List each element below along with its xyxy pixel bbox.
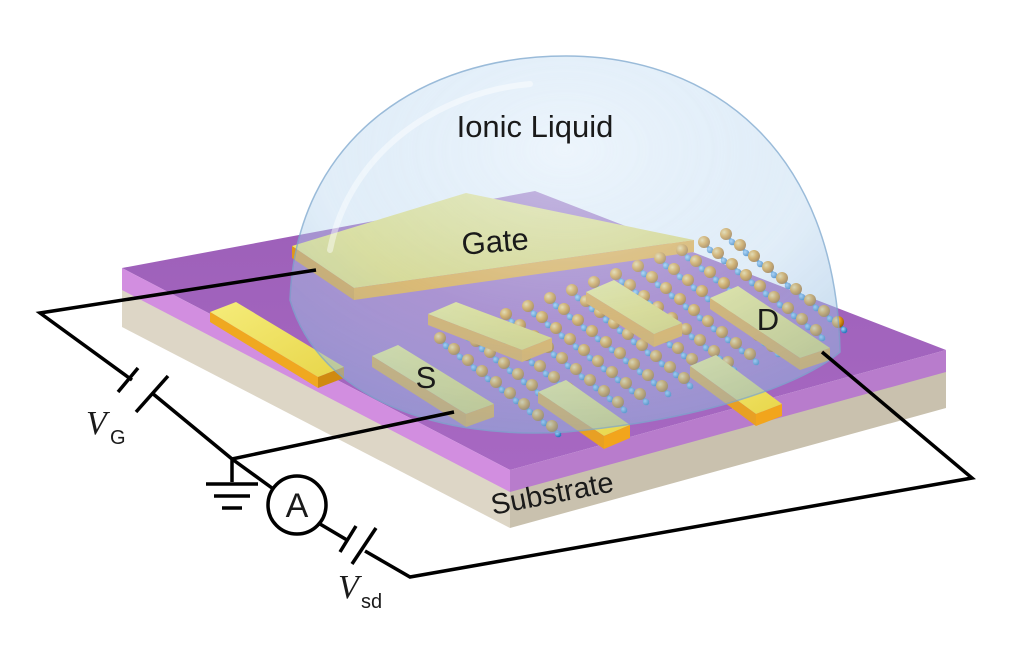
ammeter-to-battery-wire [319, 522, 348, 542]
source-wire [231, 410, 455, 461]
vsd-label-main: V [338, 569, 363, 606]
vg-label-subscript: G [110, 427, 126, 449]
dielectric-right-face [510, 350, 946, 492]
gate-battery-to-ground-wire [150, 391, 234, 482]
ionic-liquid-dome [289, 55, 841, 434]
gate-label: Gate [460, 221, 530, 262]
ammeter-circle [266, 474, 328, 536]
vsd-label: V sd [338, 569, 382, 613]
vg-label-main: V [86, 405, 111, 442]
battery-icon [116, 366, 170, 414]
lattice-atom-blue [840, 326, 848, 334]
substrate [122, 285, 946, 528]
ionic-liquid-label: Ionic Liquid [457, 109, 614, 144]
substrate-right-face [510, 366, 946, 528]
vsd-label-subscript: sd [361, 591, 382, 613]
vg-label: V G [86, 405, 126, 449]
drain-wire [364, 350, 976, 579]
source-label: S [416, 360, 437, 395]
ammeter-label: A [286, 487, 309, 525]
substrate-front-face [122, 285, 510, 528]
source-to-ammeter-wire [230, 457, 274, 490]
drain-label: D [757, 302, 779, 337]
ground-symbol-icon [206, 482, 258, 510]
circuit-wiring [35, 268, 976, 579]
battery-icon [338, 525, 378, 565]
ammeter: A [266, 474, 328, 536]
gate-wire [35, 268, 317, 382]
